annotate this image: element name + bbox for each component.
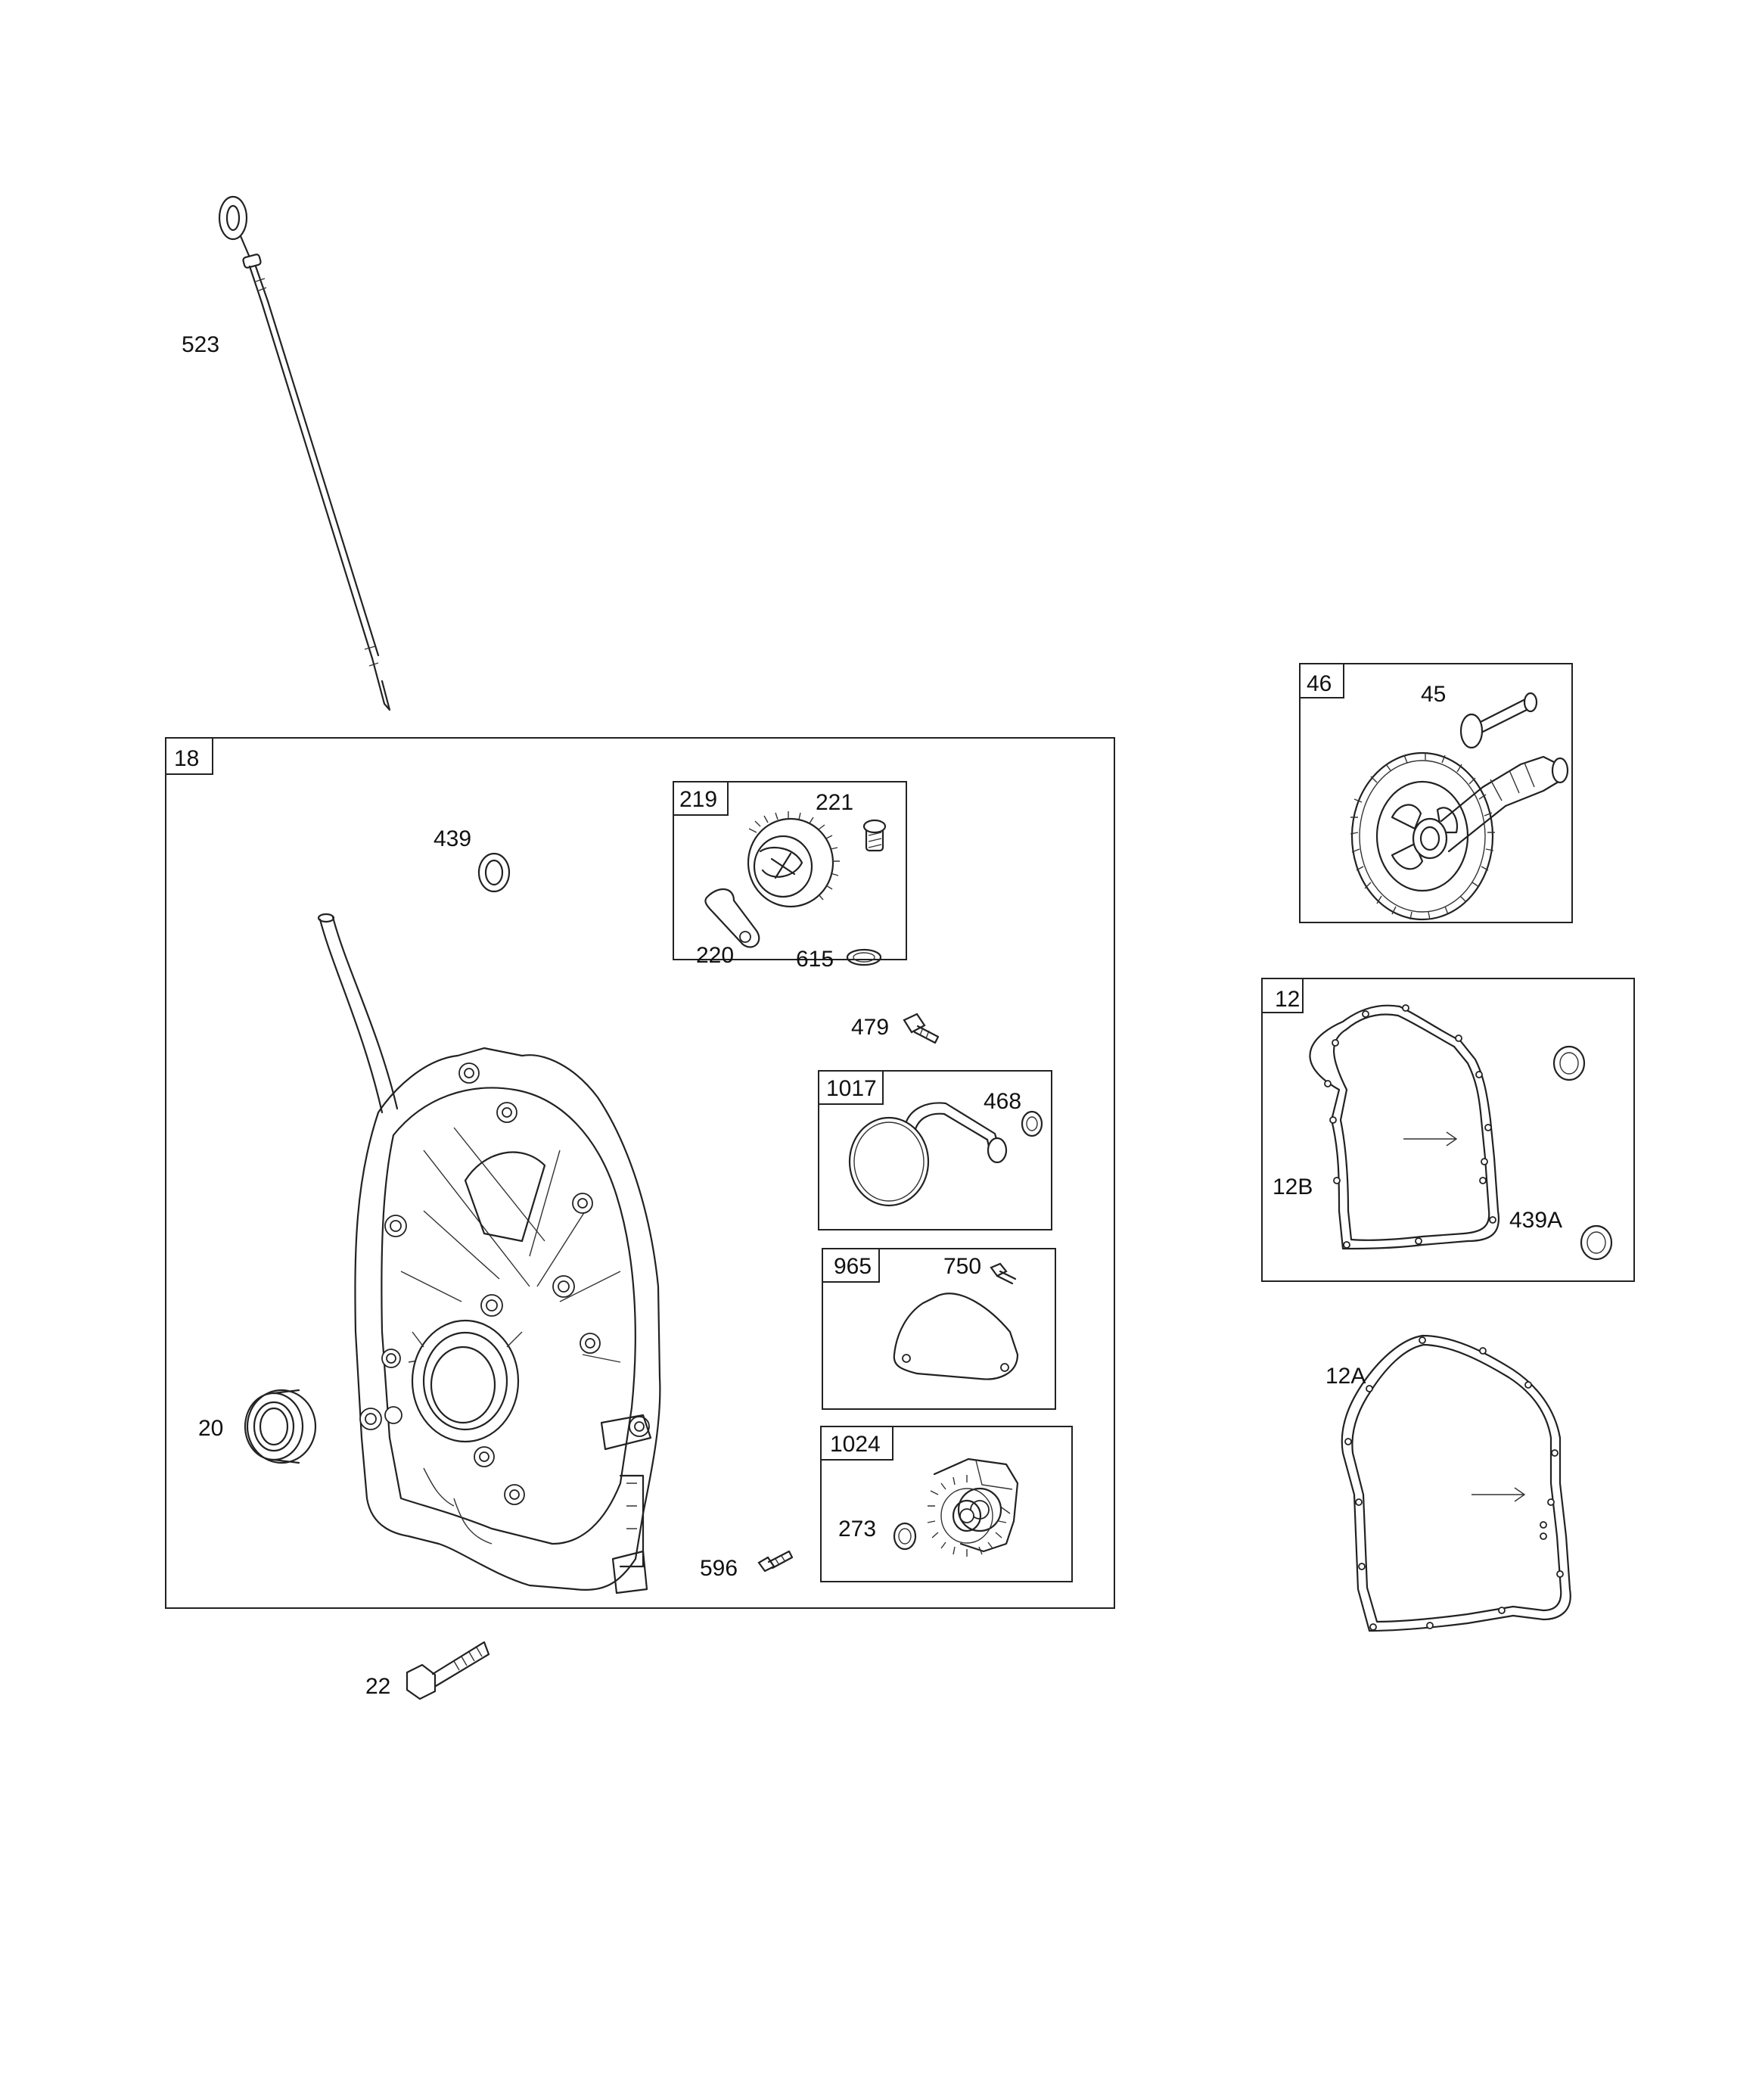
box-1017-frame bbox=[818, 1070, 1052, 1230]
o-ring-icon bbox=[1552, 1045, 1586, 1081]
callout-750: 750 bbox=[943, 1254, 981, 1279]
bolt-icon bbox=[903, 1013, 940, 1044]
callout-221: 221 bbox=[816, 790, 853, 815]
crankcase-cover-icon bbox=[317, 913, 661, 1594]
box-12-tag bbox=[1261, 978, 1304, 1013]
cover-plate-icon bbox=[893, 1293, 1019, 1380]
box-219-frame bbox=[673, 781, 907, 960]
box-12-frame bbox=[1261, 978, 1635, 1282]
callout-12A: 12A bbox=[1325, 1364, 1366, 1389]
box-46-tag bbox=[1299, 663, 1344, 698]
callout-479: 479 bbox=[851, 1015, 889, 1040]
washer-icon bbox=[477, 852, 511, 893]
box-1024-tag bbox=[820, 1426, 893, 1461]
camshaft-gear-icon bbox=[1350, 751, 1569, 921]
box-1017-label: 1017 bbox=[826, 1076, 877, 1101]
callout-523: 523 bbox=[182, 332, 219, 357]
o-ring-icon bbox=[1021, 1110, 1043, 1137]
box-46-frame bbox=[1299, 663, 1573, 923]
gasket-icon bbox=[1341, 1334, 1571, 1632]
box-12-label: 12 bbox=[1275, 987, 1300, 1012]
box-219-label: 219 bbox=[679, 787, 717, 812]
bearing-icon bbox=[244, 1389, 317, 1464]
callout-468: 468 bbox=[984, 1089, 1021, 1114]
box-46-label: 46 bbox=[1307, 671, 1332, 696]
box-18-tag bbox=[165, 737, 213, 775]
callout-596: 596 bbox=[700, 1556, 738, 1581]
governor-arm-icon bbox=[704, 888, 760, 948]
box-1024-frame bbox=[820, 1426, 1073, 1582]
callout-439A: 439A bbox=[1509, 1208, 1562, 1233]
callout-220: 220 bbox=[696, 943, 734, 968]
callout-12B: 12B bbox=[1273, 1174, 1313, 1199]
callout-20: 20 bbox=[198, 1416, 223, 1441]
o-ring-icon bbox=[1580, 1224, 1613, 1261]
o-ring-icon bbox=[846, 948, 882, 966]
oil-pickup-icon bbox=[848, 1102, 1008, 1207]
box-965-label: 965 bbox=[834, 1254, 872, 1279]
callout-22: 22 bbox=[365, 1674, 390, 1699]
gasket-icon bbox=[1309, 1004, 1500, 1250]
bolt-icon bbox=[757, 1550, 794, 1573]
dipstick-icon bbox=[218, 195, 391, 711]
box-18-label: 18 bbox=[174, 746, 199, 771]
screw-icon bbox=[990, 1262, 1017, 1285]
box-1017-tag bbox=[818, 1070, 884, 1105]
washer-icon bbox=[893, 1522, 917, 1551]
callout-439: 439 bbox=[434, 826, 471, 851]
box-965-tag bbox=[822, 1248, 880, 1283]
callout-45: 45 bbox=[1421, 682, 1446, 707]
governor-gear-icon bbox=[747, 811, 840, 908]
callout-273: 273 bbox=[838, 1517, 876, 1542]
oil-pump-icon bbox=[927, 1458, 1019, 1557]
box-18-frame bbox=[165, 737, 1115, 1609]
bolt-icon bbox=[862, 819, 887, 852]
bolt-icon bbox=[406, 1641, 490, 1700]
box-1024-label: 1024 bbox=[830, 1432, 881, 1457]
tappet-pin-icon bbox=[1459, 692, 1538, 749]
box-219-tag bbox=[673, 781, 729, 816]
callout-615: 615 bbox=[796, 947, 834, 972]
box-965-frame bbox=[822, 1248, 1056, 1410]
